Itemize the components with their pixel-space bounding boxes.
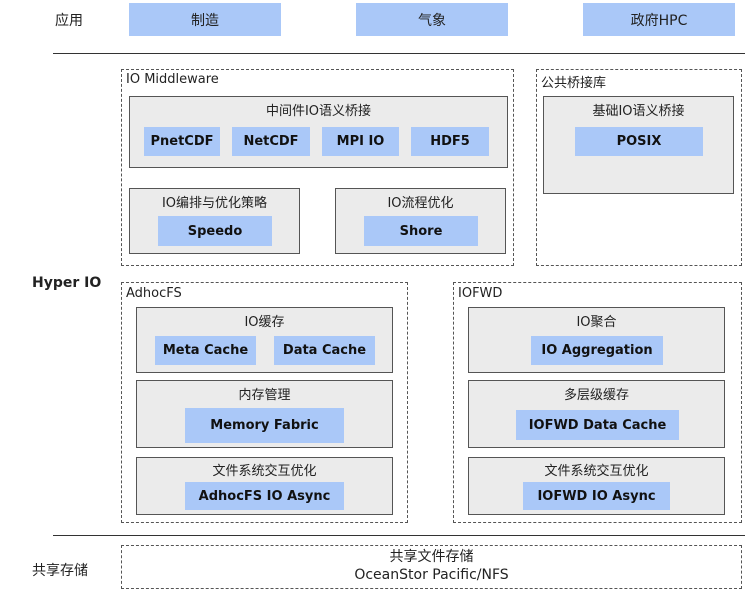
iofwd-fs-optimization-title: 文件系统交互优化 — [544, 464, 649, 479]
multilevel-cache-title: 多层级缓存 — [563, 388, 629, 403]
hdf5-chip: HDF5 — [411, 127, 489, 156]
meta-cache-chip: Meta Cache — [155, 336, 256, 365]
bottom-divider — [53, 535, 745, 536]
adhocfs-fs-optimization-title: 文件系统交互优化 — [212, 464, 317, 479]
basic-bridge-title: 基础IO语义桥接 — [592, 104, 685, 119]
memory-management-title: 内存管理 — [238, 388, 291, 403]
speedo-chip: Speedo — [158, 216, 272, 246]
application-layer-label: 应用 — [55, 13, 83, 29]
flow-optimization-title: IO流程优化 — [387, 196, 454, 211]
io-cache-title: IO缓存 — [244, 315, 285, 330]
pnetcdf-chip: PnetCDF — [144, 127, 220, 156]
scheduling-title: IO编排与优化策略 — [161, 196, 268, 211]
hyper-io-layer-label: Hyper IO — [32, 275, 102, 291]
io-aggregation-title: IO聚合 — [576, 315, 617, 330]
shared-storage-container — [121, 545, 742, 589]
mpi-io-chip: MPI IO — [322, 127, 399, 156]
bridge-library-title: 公共桥接库 — [541, 76, 607, 91]
middleware-bridge-title: 中间件IO语义桥接 — [265, 104, 372, 119]
data-cache-chip: Data Cache — [274, 336, 375, 365]
iofwd-io-async-chip: IOFWD IO Async — [523, 482, 670, 510]
adhocfs-io-async-chip: AdhocFS IO Async — [185, 482, 344, 510]
app-weather-box: 气象 — [356, 3, 508, 36]
shore-chip: Shore — [364, 216, 478, 246]
iofwd-data-cache-chip: IOFWD Data Cache — [516, 410, 679, 440]
io-middleware-title: IO Middleware — [126, 72, 219, 87]
shared-storage-layer-label: 共享存储 — [32, 563, 88, 579]
app-manufacturing-box: 制造 — [129, 3, 281, 36]
memory-fabric-chip: Memory Fabric — [185, 408, 344, 443]
adhocfs-title: AdhocFS — [126, 286, 182, 301]
io-aggregation-chip: IO Aggregation — [531, 336, 663, 365]
shared-storage-product: OceanStor Pacific/NFS — [354, 567, 509, 583]
app-government-hpc-box: 政府HPC — [583, 3, 735, 36]
shared-storage-title: 共享文件存储 — [389, 549, 474, 565]
netcdf-chip: NetCDF — [232, 127, 310, 156]
top-divider — [53, 53, 745, 54]
iofwd-title: IOFWD — [458, 286, 503, 301]
posix-chip: POSIX — [575, 127, 703, 156]
